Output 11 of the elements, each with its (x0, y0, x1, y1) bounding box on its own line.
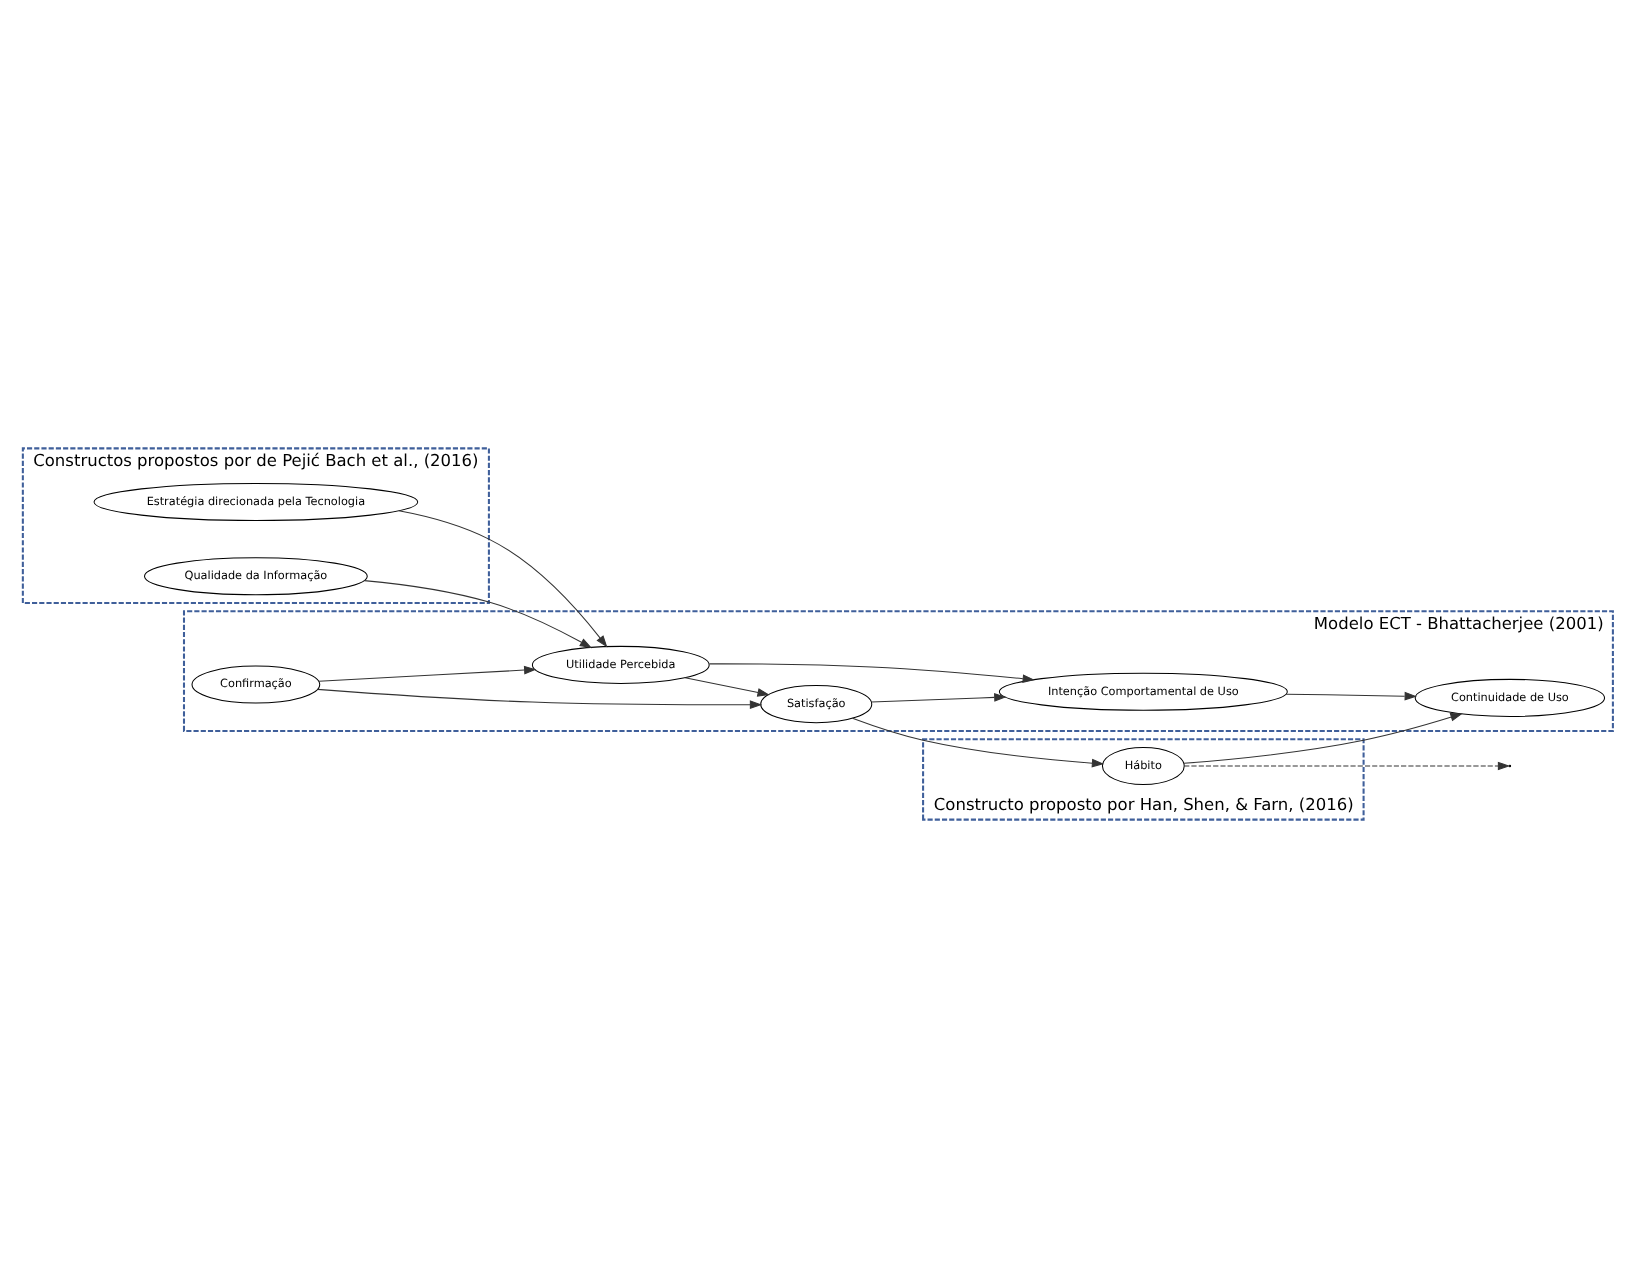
arrow (318, 664, 537, 681)
arrow (684, 676, 770, 696)
arrow (851, 716, 1105, 767)
arrow (317, 687, 763, 709)
arrow (398, 509, 608, 647)
arrow (363, 579, 593, 648)
arrow (708, 662, 1035, 682)
arrow (870, 692, 1007, 702)
arrow (1285, 690, 1417, 700)
arrow (1183, 712, 1463, 763)
arrow (1183, 760, 1511, 770)
